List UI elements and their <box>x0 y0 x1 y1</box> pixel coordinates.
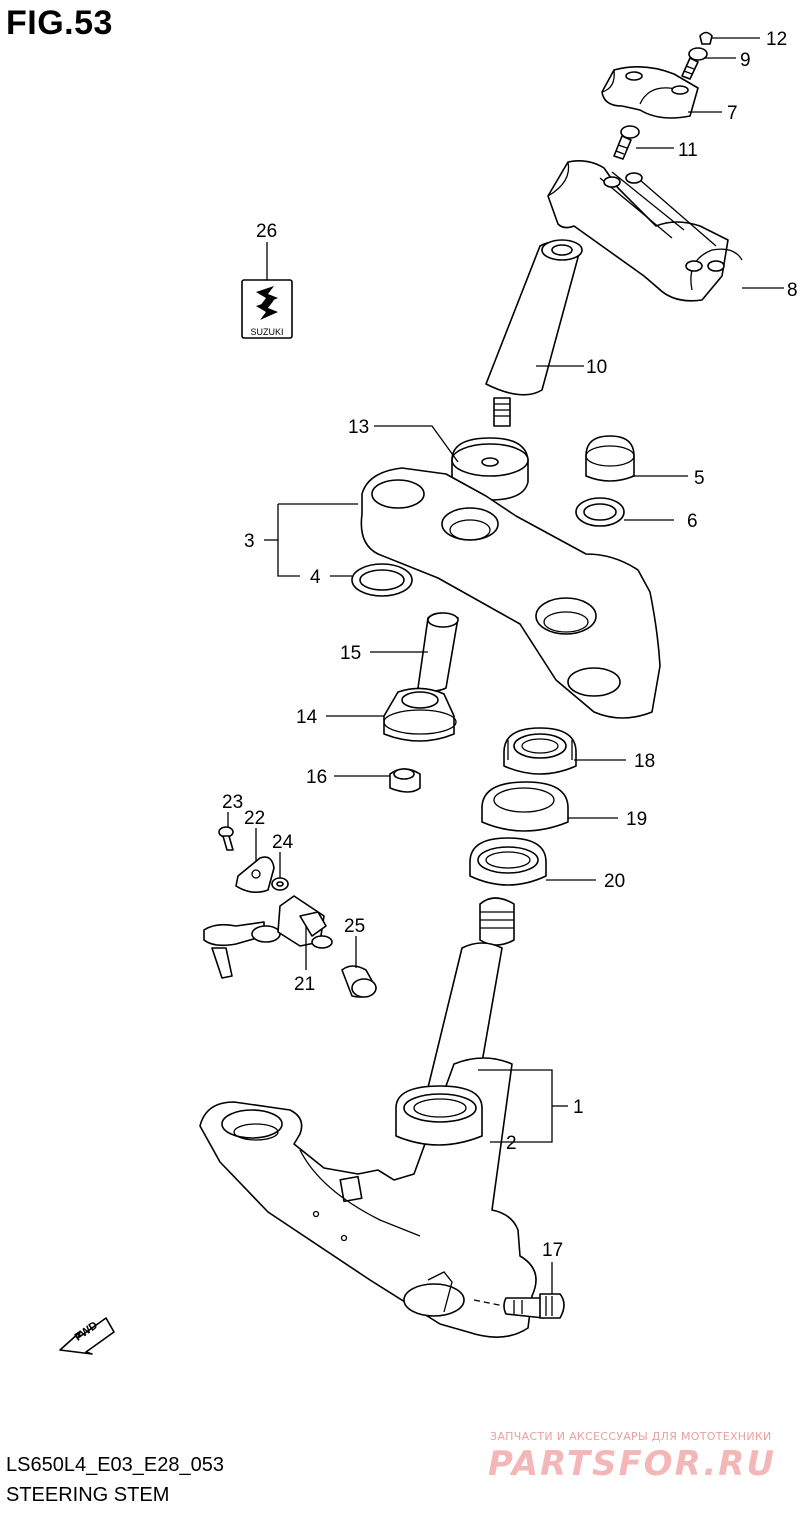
callout-4: 4 <box>310 567 321 588</box>
part-15-pin[interactable] <box>417 612 459 692</box>
callout-5: 5 <box>694 468 705 489</box>
callout-15: 15 <box>340 643 361 664</box>
callout-24: 24 <box>272 832 294 853</box>
part-22-lock-plate[interactable] <box>235 856 275 894</box>
part-19-dust-seal[interactable] <box>481 781 569 832</box>
section-name: STEERING STEM <box>6 1484 170 1506</box>
callout-26: 26 <box>256 221 277 242</box>
part-24-washer[interactable] <box>271 877 289 891</box>
part-18-nut[interactable] <box>503 727 577 775</box>
leader-lines <box>227 37 784 1307</box>
part-1-steering-stem[interactable] <box>199 897 537 1338</box>
callout-22: 22 <box>244 808 265 829</box>
callout-3: 3 <box>244 531 255 552</box>
callout-17: 17 <box>542 1240 563 1261</box>
part-26-emblem[interactable]: SUZUKI <box>241 279 293 339</box>
part-9-bolt[interactable] <box>681 47 708 80</box>
watermark-tagline: ЗАПЧАСТИ И АКСЕССУАРЫ ДЛЯ МОТОТЕХНИКИ <box>490 1430 772 1443</box>
part-10-rod[interactable] <box>485 239 583 427</box>
callout-6: 6 <box>687 511 698 532</box>
part-5-cap[interactable] <box>585 435 635 482</box>
callout-25: 25 <box>344 916 365 937</box>
callout-8: 8 <box>787 280 798 301</box>
part-20-bearing[interactable] <box>469 837 547 886</box>
part-14-grommet[interactable] <box>383 687 457 742</box>
callout-labels: 12 9 7 11 8 26 10 13 5 6 3 4 15 14 16 18… <box>222 29 798 1261</box>
part-21-steering-lock[interactable] <box>203 895 333 979</box>
callout-19: 19 <box>626 809 647 830</box>
part-11-bolt[interactable] <box>613 125 640 160</box>
part-2-bearing[interactable] <box>395 1085 483 1146</box>
part-13-cushion[interactable] <box>451 437 529 501</box>
callout-1: 1 <box>573 1097 584 1118</box>
fwd-arrow-icon: FWD <box>59 1317 115 1355</box>
callout-23: 23 <box>222 792 243 813</box>
part-8-handlebar-bracket[interactable] <box>547 160 743 302</box>
callout-21: 21 <box>294 974 315 995</box>
figure-title: FIG.53 <box>6 4 113 42</box>
part-4-o-ring[interactable] <box>351 563 413 597</box>
part-16-grommet[interactable] <box>389 768 421 793</box>
callout-12: 12 <box>766 29 787 50</box>
callout-16: 16 <box>306 767 327 788</box>
emblem-text: SUZUKI <box>250 327 283 337</box>
callout-2: 2 <box>506 1133 517 1154</box>
part-12-cap[interactable] <box>699 31 713 45</box>
callout-13: 13 <box>348 417 369 438</box>
callout-20: 20 <box>604 871 625 892</box>
part-17-bolt[interactable] <box>503 1293 565 1319</box>
part-23-screw[interactable] <box>218 826 234 851</box>
part-3-upper-bracket[interactable] <box>360 467 661 719</box>
callout-9: 9 <box>740 50 751 71</box>
callout-10: 10 <box>586 357 607 378</box>
model-code: LS650L4_E03_E28_053 <box>6 1454 224 1476</box>
part-7-handlebar-holder[interactable] <box>601 66 699 119</box>
part-25-cap[interactable] <box>341 965 377 998</box>
callout-11: 11 <box>678 140 698 161</box>
callout-18: 18 <box>634 751 655 772</box>
part-6-o-ring[interactable] <box>575 497 625 527</box>
callout-14: 14 <box>296 707 318 728</box>
watermark-brand: PARTSFOR.RU <box>488 1444 777 1484</box>
callout-7: 7 <box>727 103 738 124</box>
